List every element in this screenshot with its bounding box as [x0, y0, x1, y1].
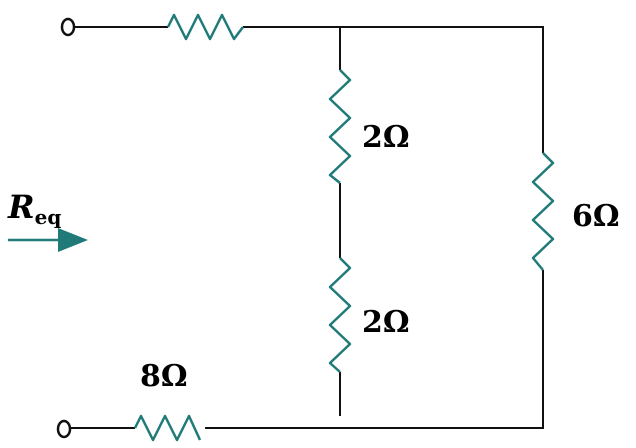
req-label: Req — [7, 188, 61, 229]
top-resistor — [166, 13, 244, 41]
label-middle-bottom: 2Ω — [362, 305, 410, 340]
right-resistor-6ohm — [531, 152, 555, 271]
bottom-resistor-8ohm — [133, 414, 202, 442]
bottom-terminal — [56, 419, 72, 439]
top-terminal — [60, 17, 76, 37]
label-right: 6Ω — [572, 199, 620, 234]
req-arrow-icon — [8, 228, 88, 252]
top-wire — [70, 26, 544, 429]
label-bottom: 8Ω — [140, 359, 188, 394]
middle-bottom-resistor-2ohm — [328, 257, 352, 373]
middle-top-resistor-2ohm — [328, 69, 352, 184]
label-middle-top: 2Ω — [362, 120, 410, 155]
